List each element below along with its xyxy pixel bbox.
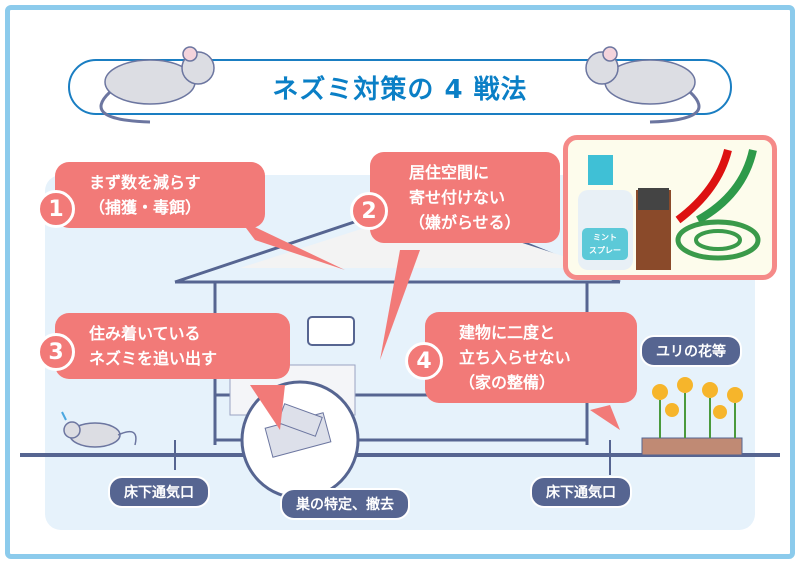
green-pepper-icon (696, 149, 757, 224)
callout-1-tail (240, 220, 345, 270)
repellent-products-panel: ミントスプレー (563, 135, 777, 280)
strategy-2-number: 2 (350, 192, 388, 230)
spray-label: ミントスプレー (582, 228, 628, 260)
lily-label: ユリの花等 (640, 335, 742, 367)
vent-right-label: 床下通気口 (530, 476, 632, 508)
callout-4-tail (590, 405, 620, 430)
callout-3-tail (250, 385, 285, 430)
planter-icon (641, 437, 743, 456)
red-pepper-icon (675, 148, 732, 224)
callout-2-tail (380, 250, 420, 360)
mouse-right-icon (585, 46, 701, 124)
sweat-icon (61, 411, 67, 421)
mosquito-coil-icon (675, 219, 761, 261)
air-conditioner-icon (307, 316, 355, 346)
mouse-left-icon (99, 46, 215, 124)
vent-left-label: 床下通気口 (108, 476, 210, 508)
lily-flowers-icon (652, 377, 743, 419)
strategy-4-number: 4 (405, 342, 443, 380)
nest-icon (264, 403, 332, 458)
strategy-3-callout: 住み着いているネズミを追い出す (55, 313, 290, 379)
frame (5, 5, 795, 559)
strategy-4-callout: 建物に二度と立ち入らせない（家の整備） (425, 312, 637, 403)
running-mouse-icon (63, 421, 137, 448)
strategy-1-number: 1 (37, 190, 75, 228)
strategy-3-number: 3 (37, 333, 75, 371)
strategy-2-callout: 居住空間に寄せ付けない（嫌がらせる） (370, 152, 560, 243)
strategy-1-callout: まず数を減らす（捕獲・毒餌） (55, 162, 265, 228)
nest-label: 巣の特定、撤去 (280, 488, 410, 520)
